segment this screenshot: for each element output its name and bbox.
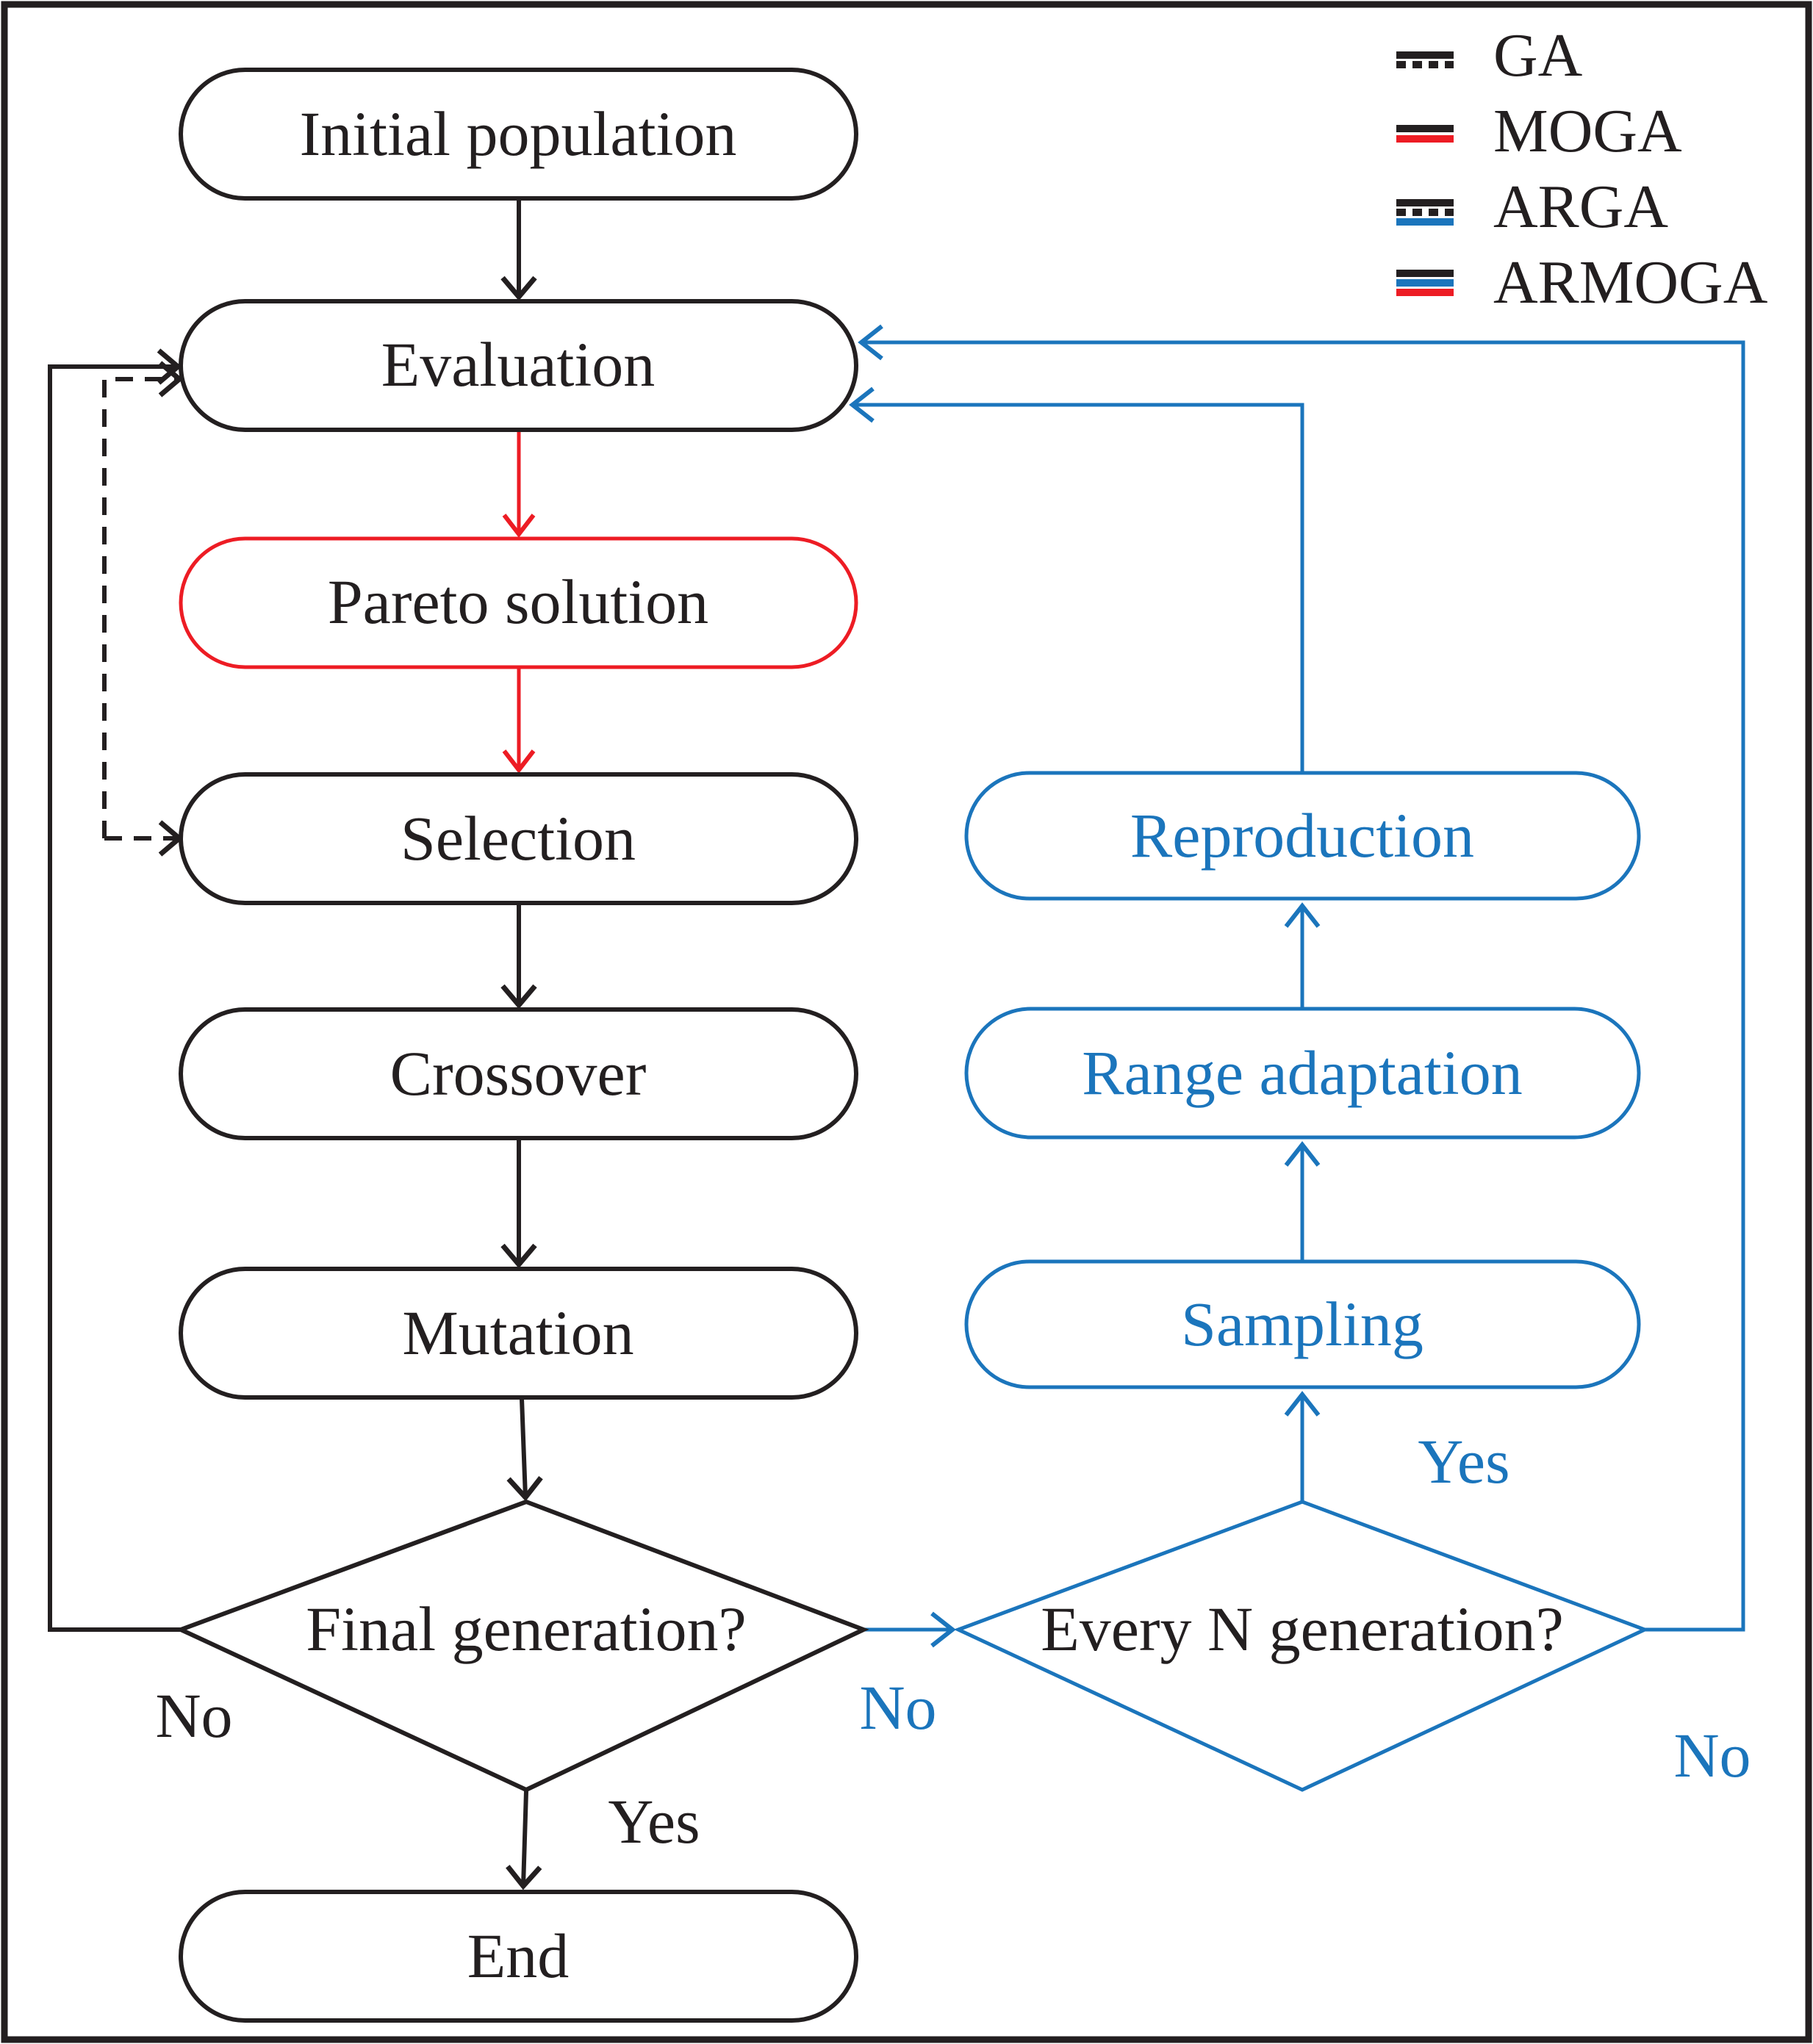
crossover-label: Crossover <box>390 1038 647 1109</box>
pareto-solution-shape <box>179 536 858 669</box>
edge-every-n-no-loop-to-evaluation <box>858 324 1745 1632</box>
range-adaptation-shape <box>964 1007 1641 1140</box>
crossover-shape <box>179 1007 858 1140</box>
legend-item-moga: MOGA <box>1396 97 1682 165</box>
legend-label-armoga: ARMOGA <box>1493 248 1768 317</box>
node-mutation: Mutation <box>179 1267 858 1400</box>
final-no-label: No <box>155 1680 232 1751</box>
end-label: End <box>467 1921 570 1991</box>
legend-item-armoga: ARMOGA <box>1396 248 1768 317</box>
node-range-adaptation: Range adaptation <box>964 1007 1641 1140</box>
evaluation-label: Evaluation <box>381 329 656 400</box>
node-sampling: Sampling <box>964 1259 1641 1389</box>
legend-label-arga: ARGA <box>1493 173 1668 241</box>
legend: GA MOGA ARGA ARMOGA <box>1396 21 1768 317</box>
node-initial-population: Initial population <box>179 68 858 201</box>
edge-final-to-end <box>506 1791 542 1890</box>
mutation-label: Mutation <box>402 1298 633 1368</box>
nodes: Initial population Evaluation Pareto sol… <box>175 68 1650 2023</box>
reproduction-label: Reproduction <box>1130 800 1474 871</box>
every-n-no-label: No <box>1673 1720 1751 1791</box>
node-crossover: Crossover <box>179 1007 858 1140</box>
reproduction-shape <box>964 771 1641 901</box>
edges <box>48 200 1745 1890</box>
final-yes-label: Yes <box>608 1786 700 1857</box>
every-n-generation-label: Every N generation? <box>1041 1594 1564 1664</box>
edge-final-no-loop-to-evaluation <box>48 348 182 1632</box>
legend-item-arga: ARGA <box>1396 173 1668 241</box>
node-evaluation: Evaluation <box>179 299 858 432</box>
legend-label-moga: MOGA <box>1493 97 1682 165</box>
edge-labels: No Yes No Yes No <box>155 1426 1751 1857</box>
node-end: End <box>179 1890 858 2023</box>
final-generation-shape <box>175 1499 869 1793</box>
end-shape <box>179 1890 858 2023</box>
to-every-n-no-label: No <box>859 1672 936 1743</box>
node-every-n-generation: Every N generation? <box>953 1500 1650 1792</box>
range-adaptation-label: Range adaptation <box>1082 1037 1522 1108</box>
legend-label-ga: GA <box>1493 21 1583 90</box>
sampling-shape <box>964 1259 1641 1389</box>
edge-mutation-to-final <box>506 1398 543 1502</box>
node-pareto-solution: Pareto solution <box>179 536 858 669</box>
evaluation-shape <box>179 299 858 432</box>
node-reproduction: Reproduction <box>964 771 1641 901</box>
mutation-shape <box>179 1267 858 1400</box>
initial-population-shape <box>179 68 858 201</box>
every-n-yes-label: Yes <box>1418 1426 1509 1497</box>
initial-population-label: Initial population <box>300 98 737 169</box>
sampling-label: Sampling <box>1181 1289 1424 1359</box>
selection-shape <box>179 772 858 905</box>
node-final-generation: Final generation? <box>175 1499 869 1793</box>
selection-label: Selection <box>401 803 636 874</box>
final-generation-label: Final generation? <box>306 1594 746 1664</box>
legend-item-ga: GA <box>1396 21 1583 90</box>
edge-reproduction-to-evaluation <box>849 386 1304 773</box>
pareto-solution-label: Pareto solution <box>328 566 708 637</box>
node-selection: Selection <box>179 772 858 905</box>
every-n-generation-shape <box>953 1500 1650 1792</box>
edge-dashed-to-evaluation <box>102 361 184 838</box>
